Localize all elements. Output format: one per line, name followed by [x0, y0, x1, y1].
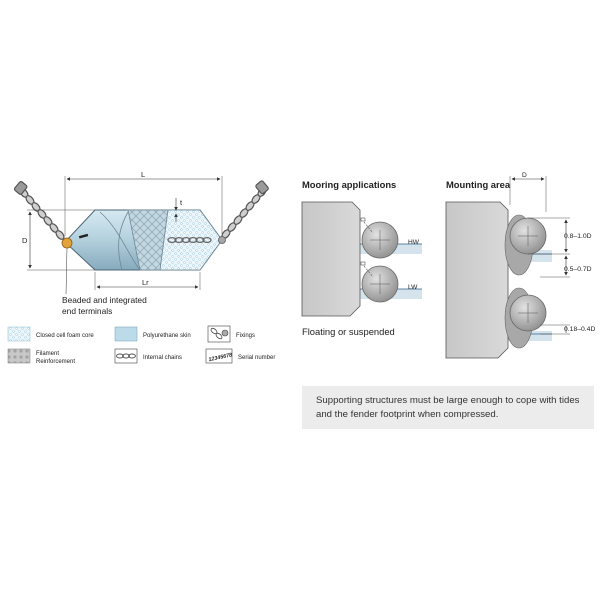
legend-filament-label-1: Filament	[36, 351, 59, 357]
internal-chain	[167, 236, 212, 244]
legend-swatch-skin	[114, 326, 138, 342]
diameter-label: D	[22, 236, 28, 245]
legend-filament-label-2: Reinforcement	[36, 359, 75, 365]
serial-number-icon: 12345678	[205, 348, 233, 364]
mounting-title: Mounting area	[446, 179, 511, 190]
thickness-label: t	[180, 198, 183, 207]
range-1-label: 0.8–1.0D	[564, 233, 592, 240]
hw-label: HW	[408, 239, 420, 246]
inner-length-label: Lr	[142, 278, 149, 287]
legend-foam-label: Closed cell foam core	[36, 333, 94, 339]
legend-fixings-label: Fixings	[236, 333, 255, 339]
mooring-panel: Mooring applications HW LW Floating or s…	[301, 179, 422, 337]
quay-wall	[301, 201, 361, 317]
internal-chains-icon	[114, 348, 138, 364]
mooring-caption: Floating or suspended	[302, 326, 395, 337]
legend-chains-label: Internal chains	[143, 355, 182, 361]
right-end-terminal	[218, 236, 226, 244]
range-2-label: 0.5–0.7D	[564, 266, 592, 273]
callout-line-1: Beaded and integrated	[62, 295, 147, 305]
length-label: L	[141, 170, 145, 179]
mooring-title: Mooring applications	[302, 179, 396, 190]
legend-swatch-foam	[7, 326, 31, 342]
mounting-panel: Mounting area D 0.8–1.0D 0.5–0.7D	[445, 172, 595, 359]
left-chain	[13, 181, 65, 240]
foam-section	[159, 209, 223, 271]
range-3-label: 0.18–0.4D	[564, 326, 595, 333]
fixings-icon	[207, 325, 231, 343]
lw-label: LW	[408, 284, 418, 291]
left-end-terminal	[61, 237, 73, 249]
legend-skin-label: Polyurethane skin	[143, 333, 191, 339]
mounting-d-label: D	[522, 172, 527, 179]
legend: Closed cell foam core Polyurethane skin …	[7, 325, 275, 365]
callout-line-2: end terminals	[62, 306, 112, 316]
note-box: Supporting structures must be large enou…	[302, 386, 594, 429]
serial-sample-text: 12345678	[208, 352, 233, 363]
legend-serial-label: Serial number	[238, 355, 275, 361]
legend-swatch-filament	[7, 348, 31, 364]
right-chain	[221, 180, 269, 239]
fender-illustration: L D t Lr Beaded and integrated end termi…	[13, 170, 269, 316]
mounting-wall	[445, 201, 509, 359]
note-text: Supporting structures must be large enou…	[316, 395, 580, 420]
